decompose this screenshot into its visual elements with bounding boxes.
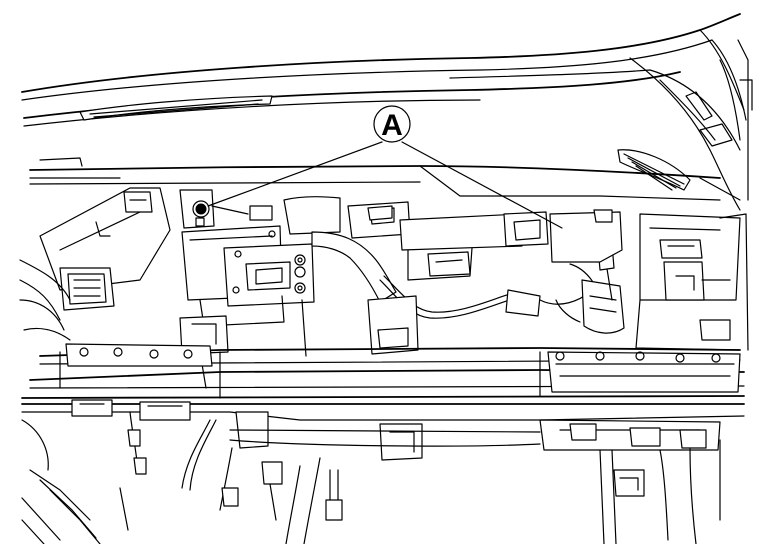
callout-label: A: [381, 109, 403, 142]
lower-harness-connectors: [127, 411, 721, 544]
callout-a: A: [207, 105, 563, 229]
center-duct: [283, 196, 549, 303]
steering-member-beam: [21, 343, 745, 399]
defroster-vent: [79, 95, 273, 121]
callout-circle: [373, 105, 411, 143]
knee-panel-left: [21, 419, 129, 544]
a-pillar-trim: [659, 39, 753, 201]
lower-dash-panel: [21, 399, 745, 461]
left-support-bracket: [19, 187, 171, 341]
dash-edge: [29, 157, 741, 201]
mounting-screw-left: [192, 200, 210, 227]
lower-center-bracket: [179, 295, 419, 357]
right-support-assembly: [549, 209, 749, 351]
left-mount-bracket: [179, 189, 315, 327]
side-air-vent: [617, 149, 691, 191]
